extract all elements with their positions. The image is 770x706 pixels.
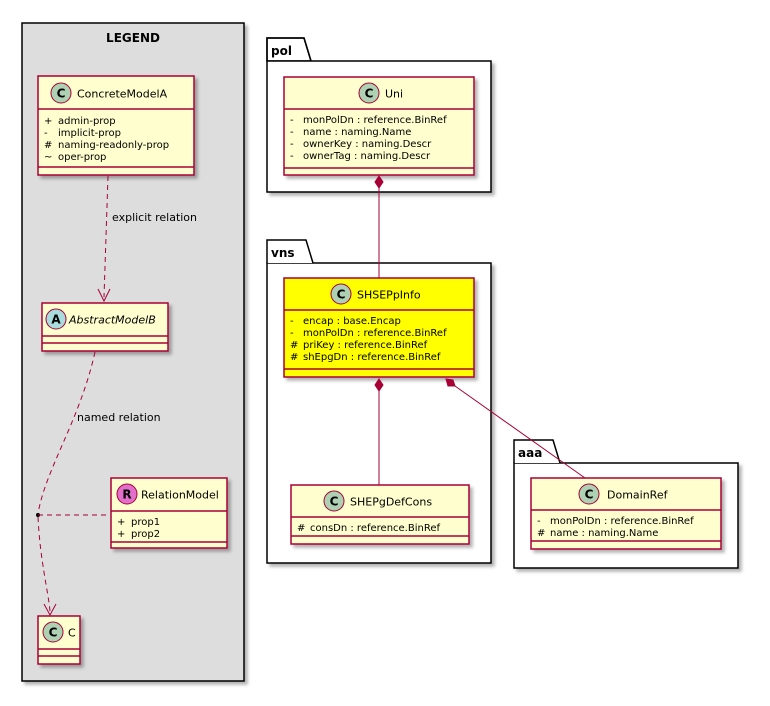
- relation-model-class[interactable]: R RelationModel + prop1 + prop2: [110, 477, 228, 549]
- prop-visibility-protected-icon: #: [297, 523, 305, 534]
- prop-visibility-private-icon: -: [537, 516, 541, 527]
- prop-label: priKey : reference.BinRef: [303, 340, 428, 351]
- prop-label: implicit-prop: [58, 128, 121, 139]
- prop-label: naming-readonly-prop: [58, 140, 169, 151]
- uni-class[interactable]: C Uni - monPolDn : reference.BinRef - na…: [283, 76, 475, 176]
- package-name: aaa: [518, 446, 542, 460]
- legend-title: LEGEND: [106, 31, 160, 45]
- composition-shsep-shepg: [374, 378, 384, 485]
- shsepp-info-class[interactable]: C SHSEPpInfo - encap : base.Encap - monP…: [283, 277, 475, 378]
- named-relation-label: named relation: [77, 411, 161, 424]
- composition-shsep-domainref: [445, 378, 586, 479]
- prop-visibility-public-icon: +: [117, 529, 125, 540]
- prop-visibility-private-icon: -: [290, 115, 294, 126]
- prop-label: admin-prop: [58, 116, 116, 127]
- class-name: SHSEPpInfo: [357, 289, 421, 302]
- class-name: ConcreteModelA: [77, 88, 168, 101]
- prop-visibility-protected-icon: #: [290, 340, 298, 351]
- class-stereotype-icon: C: [330, 283, 352, 305]
- class-stereotype-icon: C: [358, 82, 380, 104]
- svg-text:A: A: [51, 313, 61, 327]
- prop-label: name : naming.Name: [550, 528, 658, 539]
- prop-visibility-private-icon: -: [290, 151, 294, 162]
- abstract-stereotype-icon: A: [45, 308, 67, 330]
- relation-stereotype-icon: R: [116, 483, 138, 505]
- prop-visibility-private-icon: -: [290, 127, 294, 138]
- svg-text:C: C: [330, 495, 339, 509]
- prop-visibility-private-icon: -: [44, 128, 48, 139]
- svg-text:C: C: [337, 288, 346, 302]
- svg-text:C: C: [57, 87, 66, 101]
- c-class[interactable]: C C: [37, 615, 81, 665]
- concrete-model-class[interactable]: C ConcreteModelA + admin-prop - implicit…: [37, 75, 195, 176]
- prop-label: ownerTag : naming.Descr: [303, 151, 431, 162]
- package-name: vns: [271, 246, 295, 260]
- svg-text:C: C: [365, 87, 374, 101]
- prop-label: prop2: [131, 529, 160, 540]
- prop-label: monPolDn : reference.BinRef: [303, 328, 447, 339]
- prop-visibility-private-icon: -: [290, 316, 294, 327]
- abstract-model-class[interactable]: A AbstractModelB: [41, 302, 169, 352]
- svg-text:C: C: [49, 626, 58, 640]
- composition-uni-shsep: [374, 175, 384, 278]
- class-stereotype-icon: C: [323, 490, 345, 512]
- prop-visibility-protected-icon: #: [290, 352, 298, 363]
- shepg-def-cons-class[interactable]: C SHEPgDefCons # consDn : reference.BinR…: [290, 484, 470, 545]
- prop-visibility-public-icon: +: [44, 116, 52, 127]
- svg-text:C: C: [585, 488, 594, 502]
- class-stereotype-icon: C: [42, 621, 64, 643]
- prop-label: encap : base.Encap: [303, 316, 401, 327]
- class-name: DomainRef: [607, 489, 669, 502]
- class-stereotype-icon: C: [578, 483, 600, 505]
- explicit-relation-label: explicit relation: [112, 211, 197, 224]
- class-name: AbstractModelB: [68, 314, 156, 327]
- prop-visibility-protected-icon: #: [537, 528, 545, 539]
- class-name: SHEPgDefCons: [350, 496, 432, 509]
- prop-label: monPolDn : reference.BinRef: [550, 516, 694, 527]
- class-stereotype-icon: C: [50, 82, 72, 104]
- class-name: RelationModel: [141, 489, 219, 502]
- prop-label: ownerKey : naming.Descr: [303, 139, 432, 150]
- prop-label: prop1: [131, 517, 160, 528]
- prop-list: + admin-prop - implicit-prop # naming-re…: [44, 116, 169, 163]
- prop-visibility-package-icon: ~: [44, 152, 52, 163]
- explicit-relation-arrow: explicit relation: [97, 175, 197, 303]
- svg-text:R: R: [122, 488, 131, 502]
- package-name: pol: [271, 44, 292, 58]
- domain-ref-class[interactable]: C DomainRef - monPolDn : reference.BinRe…: [530, 477, 722, 550]
- prop-label: name : naming.Name: [303, 127, 411, 138]
- prop-label: shEpgDn : reference.BinRef: [303, 352, 441, 363]
- prop-label: consDn : reference.BinRef: [310, 523, 440, 534]
- named-relation-arrow: named relation: [36, 351, 161, 617]
- class-name: C: [68, 627, 76, 640]
- prop-visibility-private-icon: -: [290, 328, 294, 339]
- prop-visibility-private-icon: -: [290, 139, 294, 150]
- prop-visibility-public-icon: +: [117, 517, 125, 528]
- prop-label: monPolDn : reference.BinRef: [303, 115, 447, 126]
- prop-label: oper-prop: [58, 152, 106, 163]
- prop-visibility-protected-icon: #: [44, 140, 52, 151]
- class-name: Uni: [385, 88, 403, 101]
